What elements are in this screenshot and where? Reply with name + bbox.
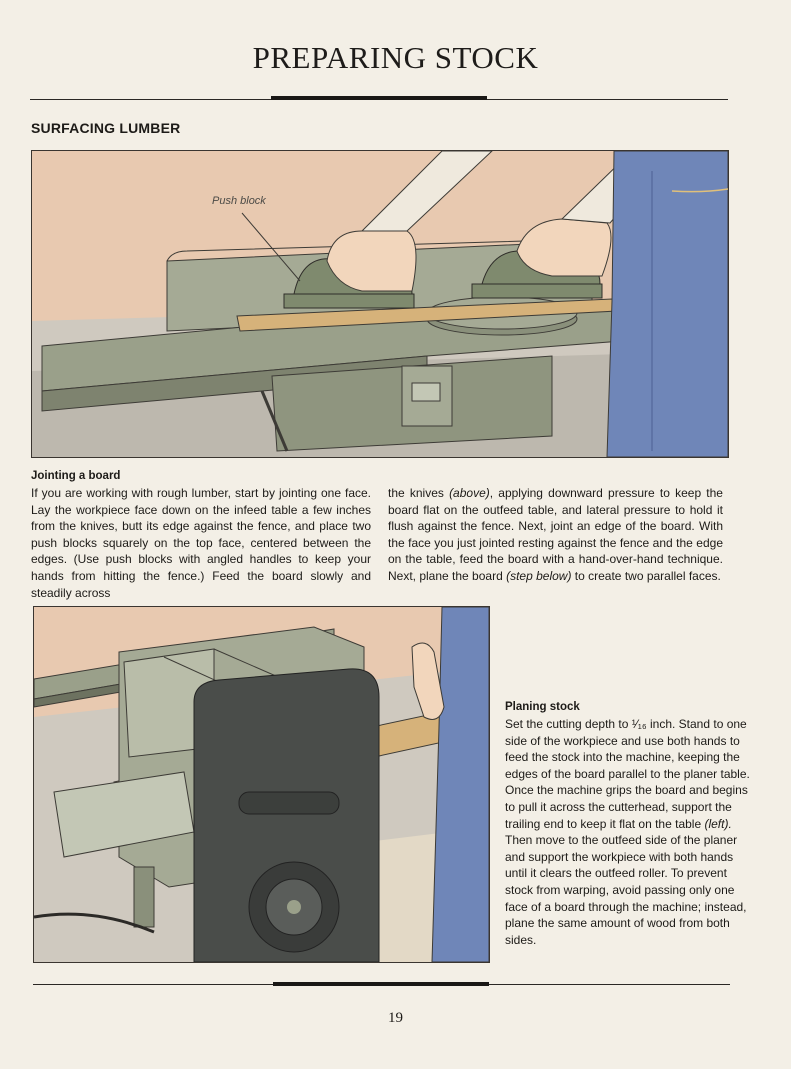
header-rule-accent bbox=[271, 96, 487, 100]
planing-text-d: Then move to the outfeed side of the pla… bbox=[505, 833, 747, 947]
planing-text-b: inch. Stand to one side of the workpiece… bbox=[505, 717, 750, 831]
planing-text: Set the cutting depth to ¹⁄₁₆ inch. Stan… bbox=[505, 716, 758, 948]
jointing-text-col2-a: the knives bbox=[388, 486, 450, 500]
jointing-text-col2: the knives (above), applying downward pr… bbox=[388, 485, 723, 585]
planing-text-a: Set the cutting depth to bbox=[505, 717, 632, 731]
jointer-illustration: Push block bbox=[31, 150, 729, 458]
planer-illustration bbox=[33, 606, 490, 963]
jointing-text-col2-b: (above) bbox=[449, 486, 490, 500]
footer-rule-accent bbox=[273, 982, 489, 986]
planing-text-c: (left). bbox=[704, 816, 732, 831]
jointing-text-col1: If you are working with rough lumber, st… bbox=[31, 485, 371, 601]
jointing-text-col2-c: , applying downward pressure to keep the… bbox=[388, 486, 723, 583]
page-number: 19 bbox=[388, 1010, 403, 1026]
planing-heading: Planing stock bbox=[505, 701, 580, 713]
jointing-text-col2-d: (step below) bbox=[506, 568, 572, 583]
section-heading: SURFACING LUMBER bbox=[31, 120, 181, 136]
page-title: PREPARING STOCK bbox=[252, 40, 539, 75]
jointing-text-col1-content: If you are working with rough lumber, st… bbox=[31, 486, 371, 600]
planing-fraction: ¹⁄₁₆ bbox=[631, 717, 647, 731]
jointing-text-col2-e: to create two parallel faces. bbox=[571, 568, 721, 583]
jointing-heading: Jointing a board bbox=[31, 470, 121, 482]
push-block-callout: Push block bbox=[212, 195, 266, 207]
